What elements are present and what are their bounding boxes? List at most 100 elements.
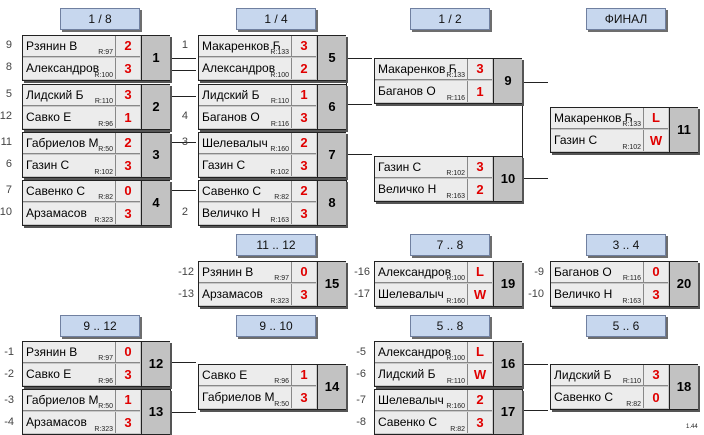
connector-line: [522, 410, 548, 411]
player-rating: R:102: [445, 170, 465, 177]
header-place-9-12: 9 .. 12: [60, 315, 140, 337]
player-name: Савко Е: [26, 367, 72, 381]
player-name: Газин С: [378, 160, 422, 174]
player-score: 3: [292, 387, 316, 408]
player-rating: R:110: [269, 98, 289, 105]
player-rating: R:163: [621, 298, 641, 305]
player-score: 3: [468, 59, 492, 80]
header-place-5-6: 5 .. 6: [586, 315, 666, 337]
header-round-of-16: 1 / 8: [60, 8, 140, 30]
player-name: Баганов О: [378, 84, 436, 98]
player-rating: R:100: [93, 72, 113, 79]
seed-label: -7: [356, 394, 366, 406]
player-score: 3: [292, 36, 316, 57]
player-score: 3: [116, 58, 140, 79]
seed-label: 3: [181, 136, 188, 148]
match-number: 10: [493, 157, 522, 201]
connector-line: [346, 104, 372, 105]
player-name: Шелевалыч: [378, 287, 444, 301]
connector-line: [170, 142, 171, 156]
seed-label: -9: [534, 266, 544, 278]
player-rating: R:102: [269, 169, 289, 176]
player-rating: R:102: [93, 169, 113, 176]
player-score: 2: [116, 133, 140, 154]
match-number: 1: [141, 36, 170, 80]
player-rating: R:160: [445, 403, 465, 410]
match-number: 20: [669, 262, 698, 306]
seed-label: 6: [5, 158, 12, 170]
player-name: Савенко С: [202, 184, 262, 198]
player-score: 0: [116, 181, 140, 202]
match-number: 17: [493, 390, 522, 434]
player-rating: R:323: [269, 298, 289, 305]
player-score: 0: [116, 342, 140, 363]
seed-label: -8: [356, 416, 366, 428]
player-score: 2: [116, 36, 140, 57]
player-rating: R:82: [625, 401, 641, 408]
player-score: 3: [468, 412, 492, 433]
match-number: 6: [317, 85, 346, 129]
connector-line: [522, 364, 548, 365]
seed-label: 10: [0, 206, 12, 218]
match-number: 16: [493, 342, 522, 386]
match-number: 4: [141, 181, 170, 225]
player-name: Макаренков Б: [554, 111, 633, 125]
player-rating: R:160: [445, 298, 465, 305]
player-score: 3: [644, 365, 668, 386]
connector-line: [170, 190, 171, 202]
player-rating: R:50: [97, 403, 113, 410]
match-number: 8: [317, 181, 346, 225]
player-score: L: [644, 108, 668, 129]
player-rating: R:97: [273, 275, 289, 282]
connector-line: [346, 154, 347, 204]
match-number: 12: [141, 342, 170, 386]
connector-line: [170, 58, 171, 70]
seed-label: 5: [5, 88, 12, 100]
player-score: 3: [292, 107, 316, 128]
seed-label: 1: [181, 39, 188, 51]
player-rating: R:116: [621, 275, 641, 282]
match-number: 14: [317, 365, 346, 409]
header-semifinal: 1 / 2: [410, 8, 490, 30]
player-rating: R:82: [273, 194, 289, 201]
player-rating: R:116: [269, 121, 289, 128]
player-rating: R:133: [445, 72, 465, 79]
player-score: 3: [644, 284, 668, 305]
player-score: L: [468, 262, 492, 283]
player-score: 2: [292, 58, 316, 79]
player-rating: R:110: [621, 378, 641, 385]
connector-line: [522, 178, 548, 179]
player-score: 2: [292, 181, 316, 202]
match-number: 15: [317, 262, 346, 306]
connector-line: [522, 82, 523, 178]
player-rating: R:110: [445, 378, 465, 385]
match-number: 19: [493, 262, 522, 306]
seed-label: -4: [4, 416, 14, 428]
seed-label: -12: [178, 266, 194, 278]
player-rating: R:82: [97, 194, 113, 201]
seed-label: 11: [0, 136, 12, 148]
header-quarterfinal: 1 / 4: [236, 8, 316, 30]
player-rating: R:96: [273, 378, 289, 385]
player-name: Рзянин В: [202, 265, 254, 279]
player-score: 0: [292, 262, 316, 283]
header-place-5-8: 5 .. 8: [410, 315, 490, 337]
player-name: Рзянин В: [26, 345, 78, 359]
